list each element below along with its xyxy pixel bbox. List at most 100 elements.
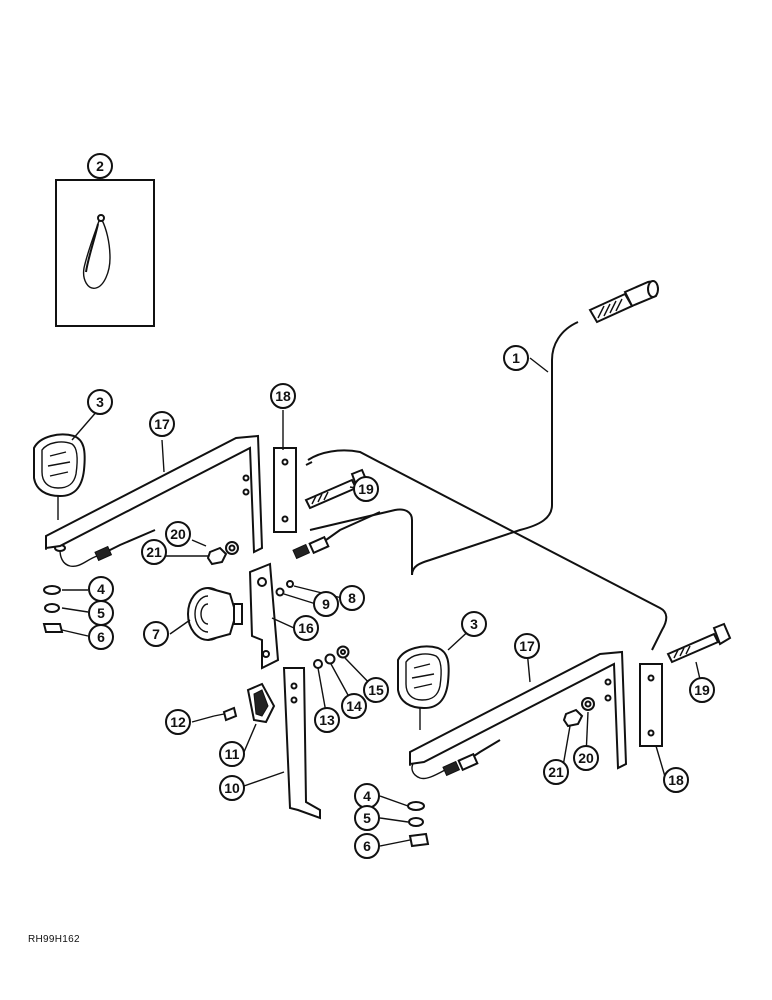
callout-circle <box>87 389 113 415</box>
callout-circle <box>354 805 380 831</box>
callout-18: 18 <box>663 767 689 793</box>
callout-number: 5 <box>97 605 105 621</box>
callout-16: 16 <box>293 615 319 641</box>
harness-plug <box>588 280 659 324</box>
clip-11 <box>246 682 276 724</box>
callout-12: 12 <box>165 709 191 735</box>
callout-circle <box>293 615 319 641</box>
callout-1: 1 <box>503 345 529 371</box>
plug-connector-left <box>54 544 113 568</box>
callout-circle <box>219 741 245 767</box>
callout-number: 12 <box>170 714 186 730</box>
callout-number: 11 <box>225 746 240 762</box>
callout-number: 5 <box>363 810 371 826</box>
callout-circle <box>503 345 529 371</box>
plate-right <box>639 663 663 747</box>
screw-12 <box>213 706 238 722</box>
callout-number: 17 <box>519 638 535 654</box>
bracket-16 <box>248 562 280 670</box>
callout-number: 21 <box>548 764 564 780</box>
callout-18: 18 <box>270 383 296 409</box>
callout-number: 21 <box>146 544 162 560</box>
hardware-left <box>42 585 64 633</box>
callout-20: 20 <box>573 745 599 771</box>
washers-13-15 <box>313 645 350 669</box>
callout-number: 9 <box>322 596 330 612</box>
callout-17: 17 <box>149 411 175 437</box>
callout-number: 8 <box>348 590 356 606</box>
callout-11: 11 <box>219 741 245 767</box>
callout-20: 20 <box>165 521 191 547</box>
callout-circle <box>87 153 113 179</box>
callout-5: 5 <box>354 805 380 831</box>
lamp-left <box>33 433 86 520</box>
callout-number: 1 <box>512 350 520 366</box>
callout-number: 4 <box>97 581 105 597</box>
callout-number: 18 <box>275 388 291 404</box>
callout-21: 21 <box>141 539 167 565</box>
callout-circle <box>363 677 389 703</box>
callout-7: 7 <box>143 621 169 647</box>
plug-connector-upper <box>292 535 330 560</box>
bracket-10 <box>282 667 321 820</box>
nut-washer-lower <box>562 697 595 728</box>
callout-17: 17 <box>514 633 540 659</box>
callout-5: 5 <box>88 600 114 626</box>
callout-number: 6 <box>97 629 105 645</box>
callout-circle <box>270 383 296 409</box>
callout-circle <box>543 759 569 785</box>
callout-circle <box>143 621 169 647</box>
nut-8-9 <box>275 580 294 597</box>
callout-15: 15 <box>363 677 389 703</box>
callout-number: 6 <box>363 838 371 854</box>
callout-number: 20 <box>170 526 186 542</box>
callout-circle <box>313 591 339 617</box>
callout-6: 6 <box>88 624 114 650</box>
bolt-lower <box>666 622 732 664</box>
callout-number: 15 <box>368 682 384 698</box>
callout-circle <box>573 745 599 771</box>
callout-number: 19 <box>694 682 710 698</box>
callout-19: 19 <box>353 476 379 502</box>
callout-4: 4 <box>354 783 380 809</box>
callout-number: 20 <box>578 750 594 766</box>
bracket-right <box>409 650 628 770</box>
inset-strap <box>55 164 155 327</box>
callout-circle <box>141 539 167 565</box>
callout-circle <box>341 693 367 719</box>
nut-washer-upper <box>206 541 239 566</box>
bracket-left <box>45 434 264 554</box>
callout-19: 19 <box>689 677 715 703</box>
callout-circle <box>663 767 689 793</box>
callout-3: 3 <box>461 611 487 637</box>
callout-circle <box>165 521 191 547</box>
callout-number: 19 <box>358 481 374 497</box>
callout-14: 14 <box>341 693 367 719</box>
callout-21: 21 <box>543 759 569 785</box>
callout-number: 7 <box>152 626 160 642</box>
callout-4: 4 <box>88 576 114 602</box>
callout-circle <box>88 624 114 650</box>
callout-13: 13 <box>314 707 340 733</box>
callout-3: 3 <box>87 389 113 415</box>
callout-number: 4 <box>363 788 371 804</box>
callout-8: 8 <box>339 585 365 611</box>
callout-circle <box>165 709 191 735</box>
callout-circle <box>461 611 487 637</box>
callout-number: 3 <box>470 616 478 632</box>
plug-connector-right <box>411 752 479 780</box>
callout-circle <box>689 677 715 703</box>
callout-number: 17 <box>154 416 170 432</box>
callout-number: 13 <box>319 712 335 728</box>
alarm-horn <box>187 587 243 641</box>
callout-number: 10 <box>224 780 240 796</box>
callout-number: 2 <box>96 158 104 174</box>
callout-circle <box>219 775 245 801</box>
callout-6: 6 <box>354 833 380 859</box>
callout-9: 9 <box>313 591 339 617</box>
callout-circle <box>339 585 365 611</box>
hardware-lower <box>407 801 430 848</box>
callout-circle <box>314 707 340 733</box>
